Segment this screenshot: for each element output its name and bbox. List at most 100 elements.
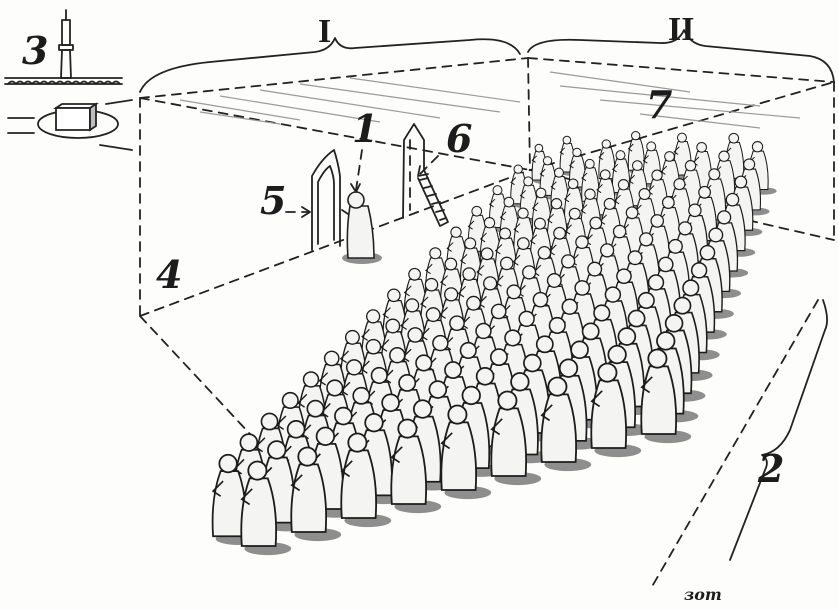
figure-head	[677, 133, 686, 142]
label-4-wall: 4	[156, 252, 182, 297]
figure-head	[604, 198, 615, 209]
figure-head	[590, 217, 602, 229]
worshippers-crowd	[213, 131, 777, 555]
figure-head	[240, 434, 257, 451]
figure-head	[536, 188, 546, 198]
figure-head	[416, 355, 432, 371]
figure-head	[598, 364, 616, 382]
figure-head	[365, 414, 383, 432]
figure-head	[409, 268, 421, 280]
figure-head	[548, 378, 566, 396]
figure-head	[709, 228, 723, 242]
label-2-rows: 2	[757, 446, 784, 491]
figure-head	[560, 359, 578, 377]
figure-head	[304, 372, 319, 387]
figure-robe	[441, 422, 476, 490]
arcade-icon	[5, 78, 122, 84]
figure-head	[282, 393, 298, 409]
figure-head	[744, 159, 755, 170]
figure-head	[367, 310, 380, 323]
figure-head	[613, 225, 625, 237]
figure-head	[628, 310, 644, 326]
figure-head	[699, 186, 711, 198]
figure-head	[726, 194, 738, 206]
figure-head	[571, 341, 588, 358]
figure-head	[554, 168, 563, 177]
figure-head	[562, 255, 575, 268]
figure-head	[445, 258, 457, 270]
figure-head	[317, 428, 335, 446]
figure-head	[524, 355, 541, 372]
figure-head	[657, 332, 675, 350]
figure-head	[618, 180, 628, 190]
figure-head	[576, 236, 588, 248]
figure-head	[674, 179, 685, 190]
figure-head	[551, 199, 561, 209]
figure-head	[501, 257, 513, 269]
figure-head	[382, 394, 399, 411]
figure-head	[398, 420, 416, 438]
figure-head	[700, 246, 714, 260]
figure-head	[261, 413, 277, 429]
figure-head	[534, 218, 545, 229]
figure-head	[649, 275, 664, 290]
figure-head	[307, 401, 323, 417]
figure-head	[638, 293, 654, 309]
figure-head	[665, 152, 675, 162]
figure-head	[594, 305, 610, 321]
figure-head	[463, 268, 475, 280]
figure-head	[426, 308, 440, 322]
figure-head	[618, 328, 635, 345]
figure-head	[718, 211, 731, 224]
figure-head	[568, 179, 578, 189]
figure-head	[585, 189, 595, 199]
figure-head	[719, 151, 729, 161]
figure-head	[617, 269, 631, 283]
figure-head	[573, 148, 581, 156]
figure-head	[519, 311, 534, 326]
figure-head	[729, 133, 739, 143]
figure-head	[425, 279, 437, 291]
figure-head	[518, 238, 530, 250]
figure-robe	[541, 394, 576, 462]
figure-head	[493, 186, 502, 195]
figure-head	[549, 318, 565, 334]
figure-head	[538, 247, 550, 259]
label-section-II: II	[668, 11, 694, 48]
figure-head	[632, 131, 640, 139]
figure-head	[600, 170, 610, 180]
figure-head	[601, 244, 614, 257]
figure-head	[467, 296, 481, 310]
figure-head	[679, 222, 692, 235]
figure-robe	[491, 408, 526, 476]
figure-robe	[291, 464, 326, 532]
figure-head	[554, 227, 566, 239]
figure-head	[462, 387, 480, 405]
figure-head	[602, 140, 610, 148]
artist-signature: зот	[684, 585, 722, 604]
figure-head	[366, 340, 380, 354]
figure-head	[511, 373, 529, 391]
figure-head	[628, 251, 642, 265]
figure-head	[465, 238, 476, 249]
figure-head	[537, 336, 553, 352]
minaret-icon	[59, 10, 73, 78]
figure-head	[348, 434, 366, 452]
figure-head	[500, 228, 511, 239]
figure-head	[605, 287, 620, 302]
figure-head	[669, 240, 683, 254]
figure-head	[219, 455, 237, 473]
figure-head	[288, 421, 305, 438]
figure-head	[248, 462, 266, 480]
figure-head	[562, 299, 577, 314]
figure-head	[450, 316, 464, 330]
figure-head	[371, 368, 387, 384]
figure-head	[484, 218, 494, 228]
figure-head	[588, 262, 602, 276]
figure-head	[648, 350, 666, 368]
figure-head	[445, 288, 458, 301]
figure-head	[414, 400, 432, 418]
label-7-ceiling: 7	[646, 82, 672, 127]
figure-head	[518, 208, 528, 218]
